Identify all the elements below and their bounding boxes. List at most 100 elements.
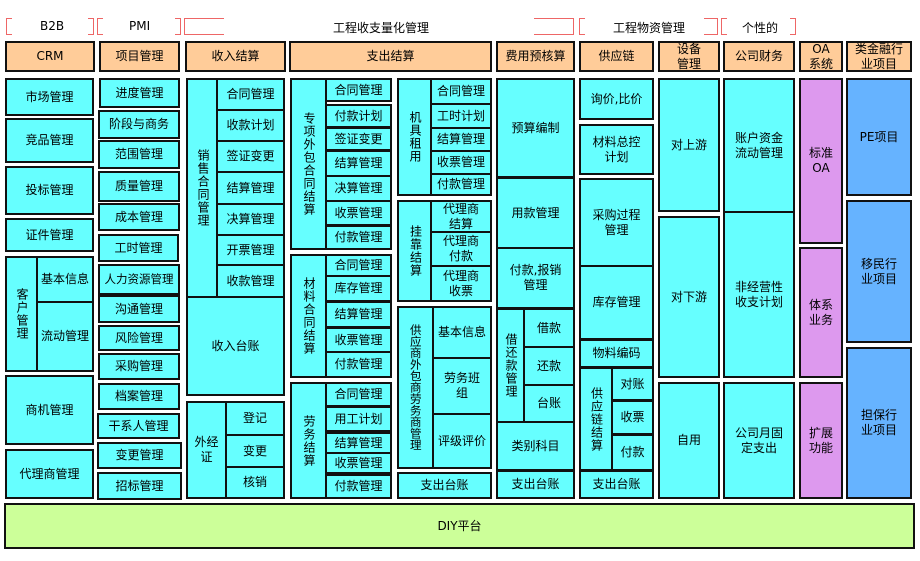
- expense-labor-contract[interactable]: 合同管理: [325, 382, 392, 407]
- project-cost[interactable]: 成本管理: [98, 203, 180, 231]
- expense-material-invoice[interactable]: 收票管理: [325, 327, 392, 353]
- equipment-self-use[interactable]: 自用: [658, 382, 720, 499]
- crm-customer[interactable]: 客户管理: [5, 256, 38, 372]
- crm-market[interactable]: 市场管理: [5, 78, 94, 116]
- project-hours[interactable]: 工时管理: [98, 234, 179, 262]
- expense-ledger[interactable]: 支出台账: [397, 472, 492, 499]
- income-sales-invoicing[interactable]: 开票管理: [216, 234, 285, 266]
- header-project[interactable]: 项目管理: [99, 41, 180, 72]
- supply-inventory[interactable]: 库存管理: [579, 265, 654, 340]
- expense-material[interactable]: 材料合同结算: [290, 254, 327, 378]
- project-hr[interactable]: 人力资源管理: [98, 264, 180, 295]
- project-stage[interactable]: 阶段与商务: [98, 110, 180, 139]
- expense-rental-contract[interactable]: 合同管理: [430, 78, 492, 105]
- project-quality[interactable]: 质量管理: [98, 171, 180, 202]
- income-sales-visa-change[interactable]: 签证变更: [216, 140, 285, 173]
- expense-affiliate-invoice[interactable]: 代理商收票: [430, 265, 492, 302]
- expense-subcontract[interactable]: 专项外包合同结算: [290, 78, 327, 250]
- expense-affiliate-settlement[interactable]: 代理商结算: [430, 200, 492, 233]
- expense-subcontract-final[interactable]: 决算管理: [325, 175, 392, 202]
- income-permit[interactable]: 外经证: [186, 401, 227, 499]
- expense-rental-hours[interactable]: 工时计划: [430, 103, 492, 129]
- income-permit-change[interactable]: 变更: [225, 434, 285, 468]
- industry-immigration[interactable]: 移民行业项目: [846, 200, 912, 343]
- crm-customer-flow[interactable]: 流动管理: [36, 301, 94, 372]
- income-ledger[interactable]: 收入台账: [186, 296, 285, 396]
- expense-vendor[interactable]: 供应商外包商劳务商管理: [397, 306, 434, 469]
- project-change[interactable]: 变更管理: [97, 442, 182, 469]
- expense-subcontract-contract[interactable]: 合同管理: [325, 78, 392, 102]
- expense-labor-plan[interactable]: 用工计划: [325, 406, 392, 432]
- oa-standard[interactable]: 标准OA: [799, 78, 843, 244]
- header-supply[interactable]: 供应链: [579, 41, 654, 72]
- project-scope[interactable]: 范围管理: [98, 140, 180, 169]
- crm-competitor[interactable]: 竞品管理: [5, 118, 94, 163]
- income-sales-collection[interactable]: 收款管理: [216, 264, 285, 298]
- budget-fund-usage[interactable]: 用款管理: [496, 177, 575, 249]
- income-sales-receipt-plan[interactable]: 收款计划: [216, 109, 285, 142]
- budget-planning[interactable]: 预算编制: [496, 78, 575, 178]
- project-progress[interactable]: 进度管理: [99, 78, 180, 108]
- equipment-downstream[interactable]: 对下游: [658, 216, 720, 378]
- equipment-upstream[interactable]: 对上游: [658, 78, 720, 212]
- expense-labor-payment[interactable]: 付款管理: [325, 474, 392, 499]
- expense-material-contract[interactable]: 合同管理: [325, 254, 392, 277]
- budget-loan-borrow[interactable]: 借款: [523, 308, 575, 348]
- income-permit-writeoff[interactable]: 核销: [225, 466, 285, 499]
- budget-category[interactable]: 类别科目: [496, 421, 575, 471]
- supply-ledger[interactable]: 支出台账: [579, 470, 654, 499]
- expense-affiliate-payment[interactable]: 代理商付款: [430, 231, 492, 267]
- crm-agent[interactable]: 代理商管理: [5, 449, 94, 499]
- header-income[interactable]: 收入结算: [185, 41, 286, 72]
- header-finance[interactable]: 公司财务: [723, 41, 795, 72]
- supply-procurement[interactable]: 采购过程管理: [579, 178, 654, 267]
- supply-inquiry[interactable]: 询价,比价: [579, 78, 654, 120]
- expense-material-payment[interactable]: 付款管理: [325, 351, 392, 378]
- expense-labor-settlement[interactable]: 结算管理: [325, 432, 392, 454]
- project-purchase[interactable]: 采购管理: [98, 353, 180, 380]
- expense-affiliate[interactable]: 挂靠结算: [397, 200, 433, 302]
- expense-labor[interactable]: 劳务结算: [290, 382, 327, 499]
- oa-system-business[interactable]: 体系业务: [799, 247, 843, 378]
- finance-non-operating[interactable]: 非经营性收支计划: [723, 211, 795, 378]
- header-crm[interactable]: CRM: [5, 41, 95, 72]
- income-sales-settlement[interactable]: 结算管理: [216, 171, 285, 205]
- budget-loan-ledger[interactable]: 台账: [523, 384, 575, 423]
- expense-subcontract-invoice[interactable]: 收票管理: [325, 200, 392, 226]
- project-communication[interactable]: 沟通管理: [98, 295, 180, 323]
- expense-material-settlement[interactable]: 结算管理: [325, 301, 392, 328]
- supply-settlement-payment[interactable]: 付款: [611, 434, 654, 471]
- industry-guarantee[interactable]: 担保行业项目: [846, 347, 912, 499]
- finance-account-flow[interactable]: 账户资金流动管理: [723, 78, 795, 213]
- project-risk[interactable]: 风险管理: [98, 325, 180, 351]
- header-oa[interactable]: OA系统: [799, 41, 843, 72]
- income-sales-contract-mgmt[interactable]: 合同管理: [216, 78, 285, 111]
- expense-material-inventory[interactable]: 库存管理: [325, 275, 392, 302]
- industry-pe[interactable]: PE项目: [846, 78, 912, 196]
- finance-monthly-fixed[interactable]: 公司月固定支出: [723, 382, 795, 499]
- expense-vendor-rating[interactable]: 评级评价: [432, 413, 492, 469]
- crm-customer-basic[interactable]: 基本信息: [36, 256, 94, 303]
- project-stakeholder[interactable]: 干系人管理: [97, 413, 180, 439]
- income-sales-contract[interactable]: 销售合同管理: [186, 78, 219, 298]
- expense-subcontract-payplan[interactable]: 付款计划: [325, 104, 392, 128]
- project-archive[interactable]: 档案管理: [98, 383, 180, 410]
- supply-settlement-invoice[interactable]: 收票: [611, 400, 654, 435]
- income-sales-final-accounts[interactable]: 决算管理: [216, 203, 285, 236]
- crm-certificate[interactable]: 证件管理: [5, 218, 94, 252]
- crm-opportunity[interactable]: 商机管理: [5, 375, 94, 445]
- expense-subcontract-visa[interactable]: 签证变更: [325, 127, 392, 151]
- diy-platform[interactable]: DIY平台: [4, 503, 915, 549]
- supply-material-plan[interactable]: 材料总控计划: [579, 124, 654, 175]
- expense-subcontract-payment[interactable]: 付款管理: [325, 225, 392, 250]
- supply-settlement-reconcile[interactable]: 对账: [611, 367, 654, 401]
- expense-rental[interactable]: 机具租用: [397, 78, 432, 196]
- budget-payment-reimburse[interactable]: 付款,报销管理: [496, 247, 575, 309]
- expense-rental-settlement[interactable]: 结算管理: [430, 127, 492, 152]
- header-expense[interactable]: 支出结算: [289, 41, 492, 72]
- header-budget[interactable]: 费用预核算: [496, 41, 575, 72]
- expense-rental-payment[interactable]: 付款管理: [430, 173, 492, 196]
- header-industry[interactable]: 类金融行业项目: [846, 41, 912, 72]
- crm-bidding[interactable]: 投标管理: [5, 166, 94, 215]
- header-equipment[interactable]: 设备管理: [658, 41, 720, 72]
